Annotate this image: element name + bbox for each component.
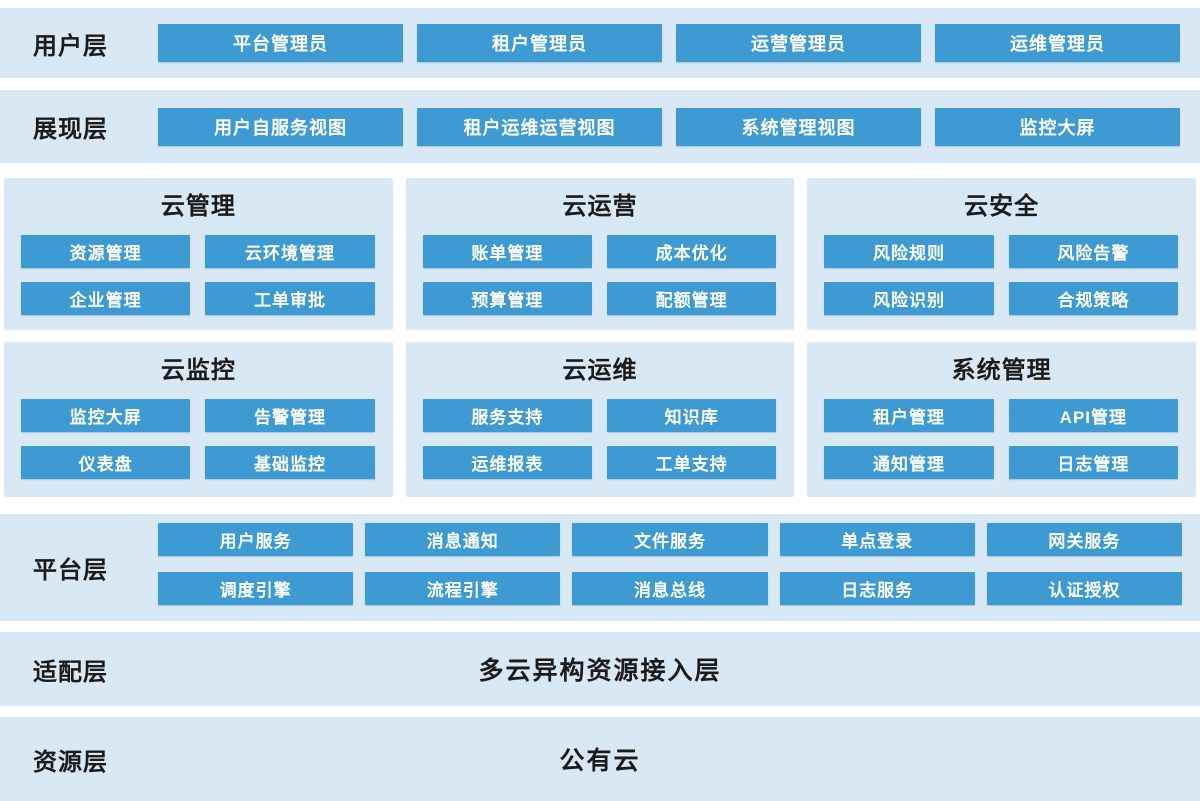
cloud-security-panel: 云安全 风险规则 风险告警 风险识别 合规策略 (807, 178, 1197, 330)
adapter-layer-title: 多云异构资源接入层 (478, 657, 722, 685)
module-box: 日志管理 (1008, 446, 1179, 479)
platform-service-box: 用户服务 (158, 523, 354, 556)
panel-title: 云安全 (964, 193, 1040, 220)
module-box: 告警管理 (205, 399, 375, 432)
platform-service-box: 流程引擎 (365, 572, 561, 605)
cloud-operations-panel: 云运营 账单管理 成本优化 预算管理 配额管理 (405, 178, 795, 330)
modules-row-1: 云管理 资源管理 云环境管理 企业管理 工单审批 云运营 账单管理 成本优化 预… (4, 178, 1197, 330)
module-box: 工单审批 (205, 282, 375, 315)
adapter-layer-label: 适配层 (33, 658, 108, 686)
cloud-management-panel: 云管理 资源管理 云环境管理 企业管理 工单审批 (4, 178, 393, 330)
resource-layer-band: 资源层 公有云 (0, 717, 1200, 801)
module-box: 成本优化 (607, 235, 777, 268)
platform-layer-band: 平台层 用户服务 消息通知 文件服务 单点登录 网关服务 调度引擎 流程引擎 消… (0, 514, 1200, 621)
module-box: 资源管理 (21, 235, 191, 268)
operations-admin-box: 运营管理员 (676, 24, 921, 62)
system-management-view-box: 系统管理视图 (676, 107, 921, 146)
module-box: 监控大屏 (21, 399, 191, 432)
panel-grid: 账单管理 成本优化 预算管理 配额管理 (422, 235, 777, 315)
platform-service-box: 调度引擎 (158, 572, 354, 605)
adapter-layer-band: 适配层 多云异构资源接入层 (0, 632, 1200, 706)
module-box: 企业管理 (21, 282, 191, 315)
module-box: 云环境管理 (205, 235, 375, 268)
module-box: 配额管理 (607, 282, 777, 315)
panel-title: 云监控 (160, 357, 236, 384)
panel-title: 系统管理 (951, 357, 1052, 384)
platform-service-box: 文件服务 (572, 523, 768, 556)
panel-title: 云运维 (562, 357, 638, 384)
user-layer-band: 用户层 平台管理员 租户管理员 运营管理员 运维管理员 (0, 8, 1200, 78)
module-box: 账单管理 (422, 235, 592, 268)
platform-service-grid: 用户服务 消息通知 文件服务 单点登录 网关服务 调度引擎 流程引擎 消息总线 … (158, 523, 1182, 605)
platform-service-box: 网关服务 (986, 523, 1182, 556)
panel-grid: 租户管理 API管理 通知管理 日志管理 (824, 399, 1179, 479)
monitoring-dashboard-box: 监控大屏 (935, 107, 1180, 146)
user-layer-boxes: 平台管理员 租户管理员 运营管理员 运维管理员 (158, 8, 1180, 78)
presentation-layer-boxes: 用户自服务视图 租户运维运营视图 系统管理视图 监控大屏 (158, 90, 1180, 163)
module-box: 租户管理 (824, 399, 994, 432)
tenant-om-operations-view-box: 租户运维运营视图 (417, 107, 662, 146)
module-box: 合规策略 (1008, 282, 1179, 315)
panel-grid: 风险规则 风险告警 风险识别 合规策略 (824, 235, 1179, 315)
panel-grid: 监控大屏 告警管理 仪表盘 基础监控 (21, 399, 375, 479)
module-box: 基础监控 (205, 446, 375, 479)
module-box: 预算管理 (422, 282, 592, 315)
panel-grid: 资源管理 云环境管理 企业管理 工单审批 (21, 235, 375, 315)
resource-layer-label: 资源层 (33, 748, 108, 776)
user-layer-label: 用户层 (33, 32, 108, 60)
module-box: 运维报表 (422, 446, 592, 479)
module-box: 知识库 (607, 399, 777, 432)
module-box: 仪表盘 (21, 446, 191, 479)
presentation-layer-band: 展现层 用户自服务视图 租户运维运营视图 系统管理视图 监控大屏 (0, 90, 1200, 163)
platform-admin-box: 平台管理员 (158, 24, 403, 62)
module-box: 工单支持 (607, 446, 777, 479)
platform-service-box: 单点登录 (779, 523, 975, 556)
module-box: 风险告警 (1008, 235, 1179, 268)
cloud-om-panel: 云运维 服务支持 知识库 运维报表 工单支持 (405, 342, 795, 497)
presentation-layer-label: 展现层 (33, 116, 108, 143)
tenant-admin-box: 租户管理员 (417, 24, 662, 62)
cloud-monitoring-panel: 云监控 监控大屏 告警管理 仪表盘 基础监控 (4, 342, 393, 497)
user-self-service-view-box: 用户自服务视图 (158, 107, 403, 146)
module-box: 通知管理 (824, 446, 994, 479)
panel-title: 云运营 (562, 193, 638, 220)
platform-service-box: 认证授权 (986, 572, 1182, 605)
module-box: 风险规则 (824, 235, 994, 268)
module-box: API管理 (1008, 399, 1179, 432)
panel-title: 云管理 (160, 193, 236, 220)
platform-service-box: 消息总线 (572, 572, 768, 605)
platform-service-box: 消息通知 (365, 523, 561, 556)
platform-layer-label: 平台层 (33, 557, 108, 584)
platform-service-box: 日志服务 (779, 572, 975, 605)
system-management-panel: 系统管理 租户管理 API管理 通知管理 日志管理 (807, 342, 1197, 497)
module-box: 风险识别 (824, 282, 994, 315)
panel-grid: 服务支持 知识库 运维报表 工单支持 (422, 399, 777, 479)
om-admin-box: 运维管理员 (935, 24, 1180, 62)
resource-layer-title: 公有云 (559, 747, 641, 775)
module-box: 服务支持 (422, 399, 592, 432)
modules-row-2: 云监控 监控大屏 告警管理 仪表盘 基础监控 云运维 服务支持 知识库 运维报表… (4, 342, 1197, 497)
